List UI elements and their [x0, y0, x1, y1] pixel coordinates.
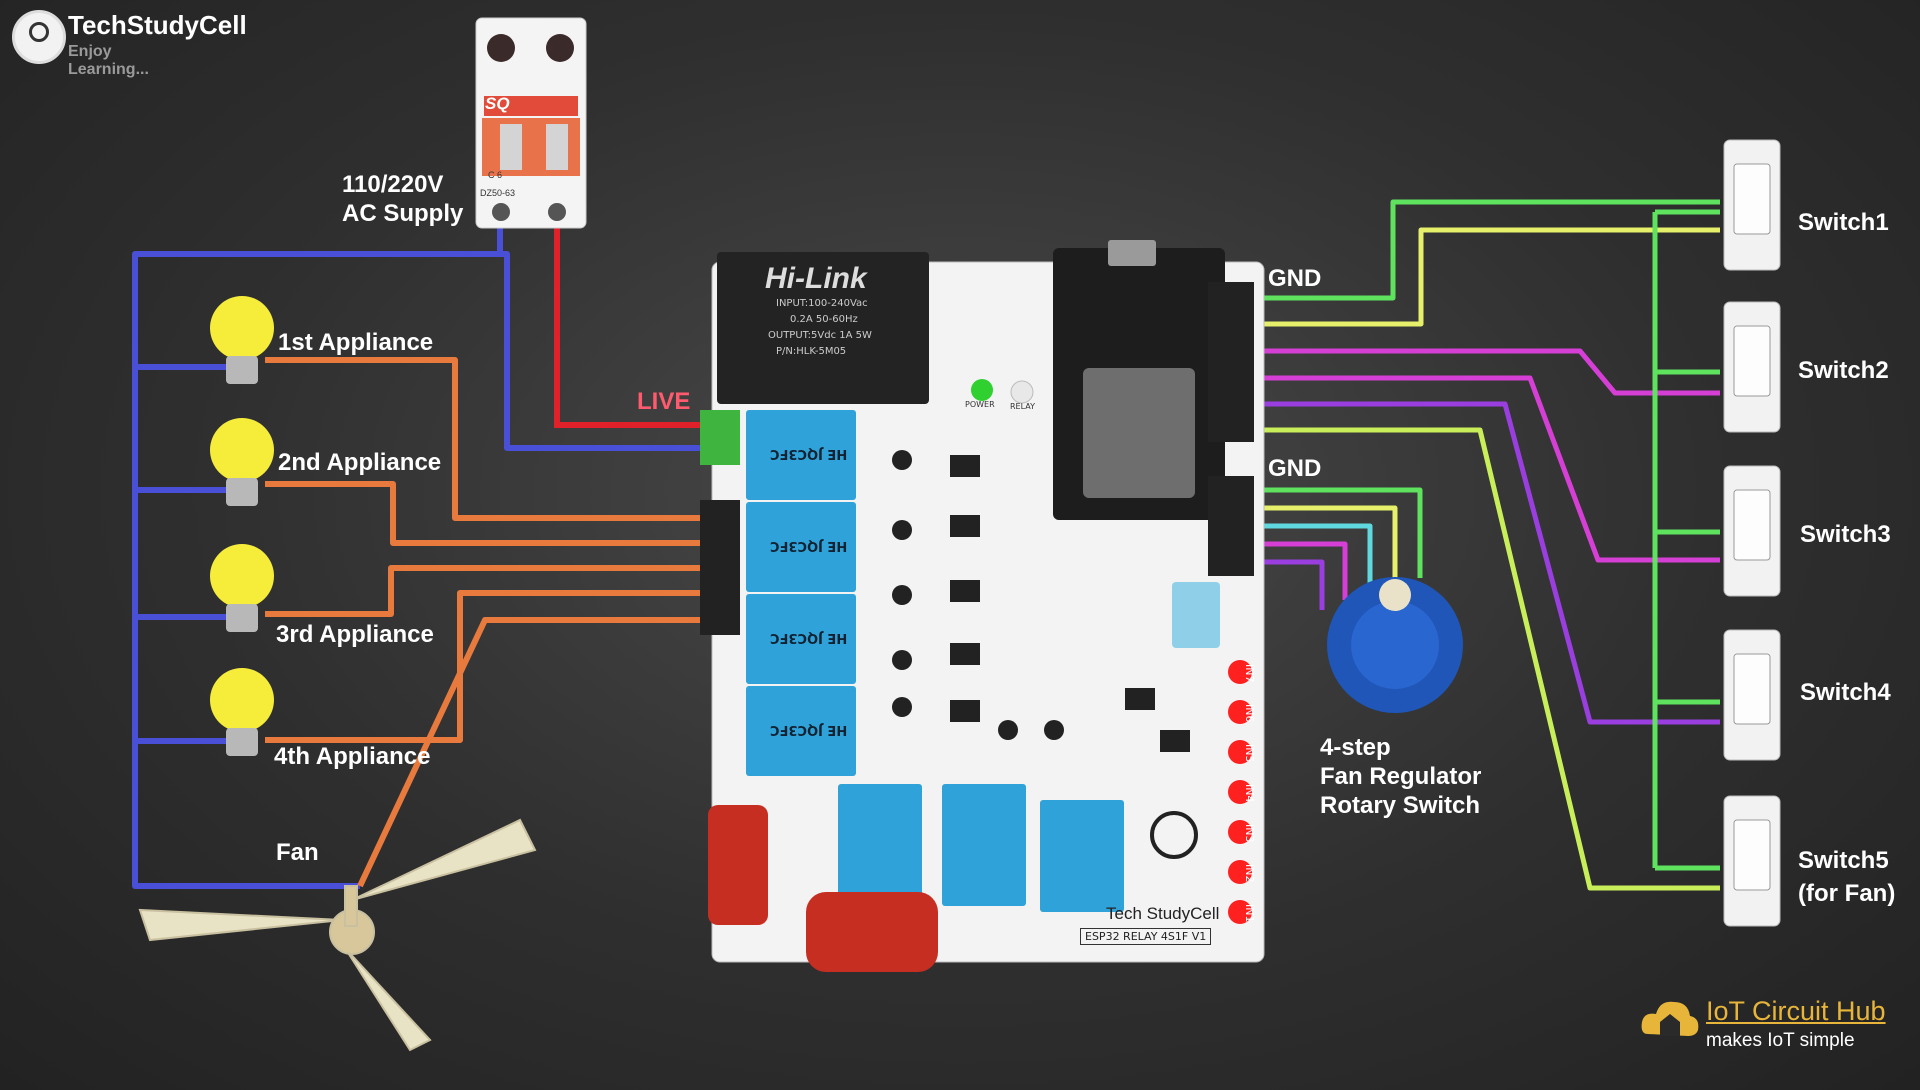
mcb-rating: C 6	[488, 170, 503, 180]
input-led-label: IN3	[1243, 824, 1256, 843]
supply-voltage-label: 110/220V	[342, 171, 444, 198]
psu-part: P/N:HLK-5M05	[776, 346, 847, 357]
regulator-label-1: 4-step	[1320, 734, 1391, 761]
neutral-wires	[132, 212, 718, 889]
relay-1-text: HE JQC3FC	[770, 446, 848, 461]
relay-led-label: RELAY	[1010, 402, 1035, 411]
appliance-3-label: 3rd Appliance	[276, 621, 434, 648]
power-led-label: POWER	[965, 400, 995, 409]
switch-1-label: Switch1	[1798, 209, 1889, 236]
logo-icon	[12, 10, 66, 64]
footer-tagline: makes IoT simple	[1706, 1030, 1855, 1051]
switch-wires	[1235, 199, 1720, 891]
bulb-icon	[210, 544, 274, 632]
input-led-label: IN2	[1243, 864, 1256, 883]
fan-label: Fan	[276, 839, 319, 866]
ceiling-fan-icon	[138, 818, 537, 1052]
mcb-breaker	[475, 17, 587, 229]
input-led-label: IN7	[1243, 664, 1256, 683]
input-led-in7	[1228, 660, 1252, 684]
bulb-icon	[210, 418, 274, 506]
bulbs	[210, 296, 274, 756]
switch-3-label: Switch3	[1800, 521, 1891, 548]
input-leds	[1228, 660, 1252, 924]
board-model: ESP32 RELAY 4S1F V1	[1080, 928, 1212, 945]
brand-tagline: Enjoy Learning...	[68, 43, 149, 78]
footer-name: IoT Circuit Hub	[1706, 996, 1886, 1026]
mcb-brand: SQ	[485, 94, 510, 113]
input-led-label: IN1	[1243, 904, 1256, 923]
mcb-model: DZ50-63	[480, 188, 516, 198]
input-led-in6	[1228, 700, 1252, 724]
wall-switch-icon	[1723, 465, 1781, 597]
wall-switches	[1723, 139, 1781, 927]
switch-5-label: Switch5	[1798, 847, 1889, 874]
wall-switch-icon	[1723, 139, 1781, 271]
gnd-label-2: GND	[1268, 455, 1322, 482]
input-led-label: IN5	[1243, 744, 1256, 763]
relay-2-text: HE JQC3FC	[770, 538, 848, 553]
live-label: LIVE	[637, 388, 691, 415]
regulator-label-2: Fan Regulator	[1320, 763, 1482, 790]
load-wires	[265, 357, 718, 888]
bulb-icon	[210, 668, 274, 756]
input-led-in3	[1228, 820, 1252, 844]
psu-freq: 0.2A 50-60Hz	[790, 314, 858, 325]
input-led-label: IN4	[1243, 784, 1256, 803]
input-led-label: IN6	[1243, 704, 1256, 723]
gnd-label-1: GND	[1268, 265, 1322, 292]
bulb-icon	[210, 296, 274, 384]
house-cloud-icon	[1641, 1001, 1699, 1036]
regulator-label-3: Rotary Switch	[1320, 792, 1481, 819]
live-wire	[554, 212, 718, 428]
board-name: Tech StudyCell	[1106, 904, 1220, 923]
relay-board	[700, 240, 1265, 972]
psu-brand: Hi-Link	[765, 262, 867, 295]
wall-switch-icon	[1723, 629, 1781, 761]
brand-name: TechStudyCell	[68, 10, 247, 40]
switch-4-label: Switch4	[1800, 679, 1891, 706]
relay-3-text: HE JQC3FC	[770, 630, 848, 645]
rotary-switch-icon	[1327, 577, 1463, 713]
input-led-in1	[1228, 900, 1252, 924]
input-led-in5	[1228, 740, 1252, 764]
psu-input: INPUT:100-240Vac	[776, 298, 868, 309]
switch-2-label: Switch2	[1798, 357, 1889, 384]
switch-5-note: (for Fan)	[1798, 880, 1896, 907]
input-led-in4	[1228, 780, 1252, 804]
appliance-2-label: 2nd Appliance	[278, 449, 442, 476]
wall-switch-icon	[1723, 301, 1781, 433]
psu-output: OUTPUT:5Vdc 1A 5W	[768, 330, 872, 341]
relay-4-text: HE JQC3FC	[770, 722, 848, 737]
appliance-4-label: 4th Appliance	[274, 743, 431, 770]
appliance-1-label: 1st Appliance	[278, 329, 434, 356]
wall-switch-icon	[1723, 795, 1781, 927]
input-led-in2	[1228, 860, 1252, 884]
supply-type-label: AC Supply	[342, 200, 464, 227]
